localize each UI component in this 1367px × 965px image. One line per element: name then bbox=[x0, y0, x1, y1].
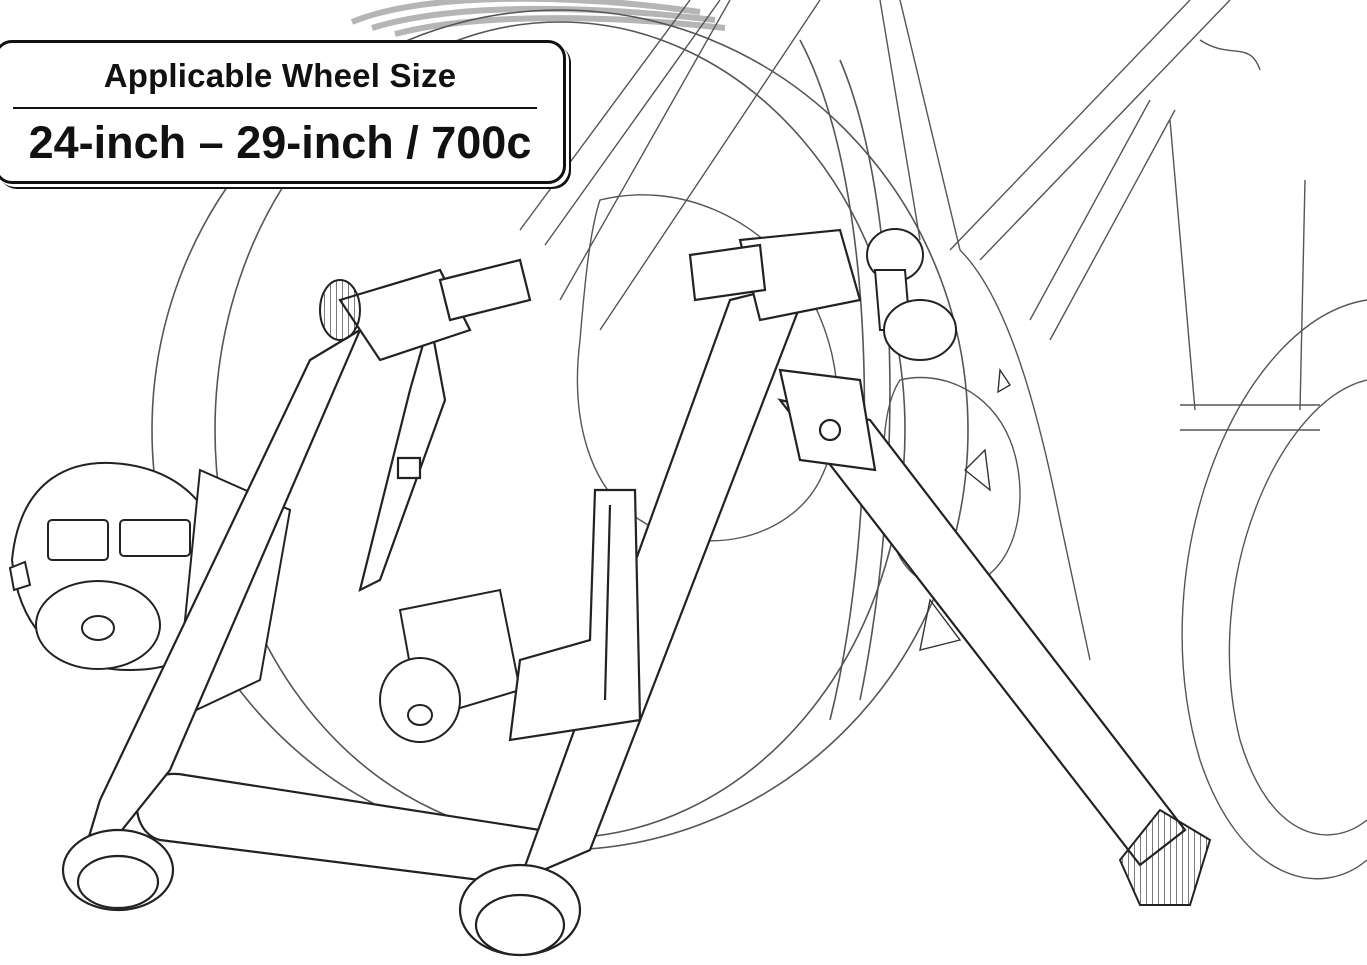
logo-swoosh bbox=[350, 0, 726, 37]
foot-center bbox=[458, 863, 582, 957]
foot-right bbox=[1118, 808, 1212, 906]
left-axle-knob bbox=[319, 279, 361, 341]
bicycle-frame bbox=[519, 0, 1320, 661]
front-wheel bbox=[1181, 299, 1367, 880]
right-axle-lever bbox=[866, 228, 957, 361]
wheel-size-callout: Applicable Wheel Size 24-inch – 29-inch … bbox=[0, 40, 566, 184]
foot-left bbox=[61, 828, 175, 912]
resistance-roller bbox=[379, 588, 522, 743]
callout-divider bbox=[13, 107, 537, 109]
trainer-frame bbox=[86, 228, 1187, 887]
wheel-size-value: 24-inch – 29-inch / 700c bbox=[28, 117, 532, 168]
callout-title: Applicable Wheel Size bbox=[103, 57, 457, 94]
